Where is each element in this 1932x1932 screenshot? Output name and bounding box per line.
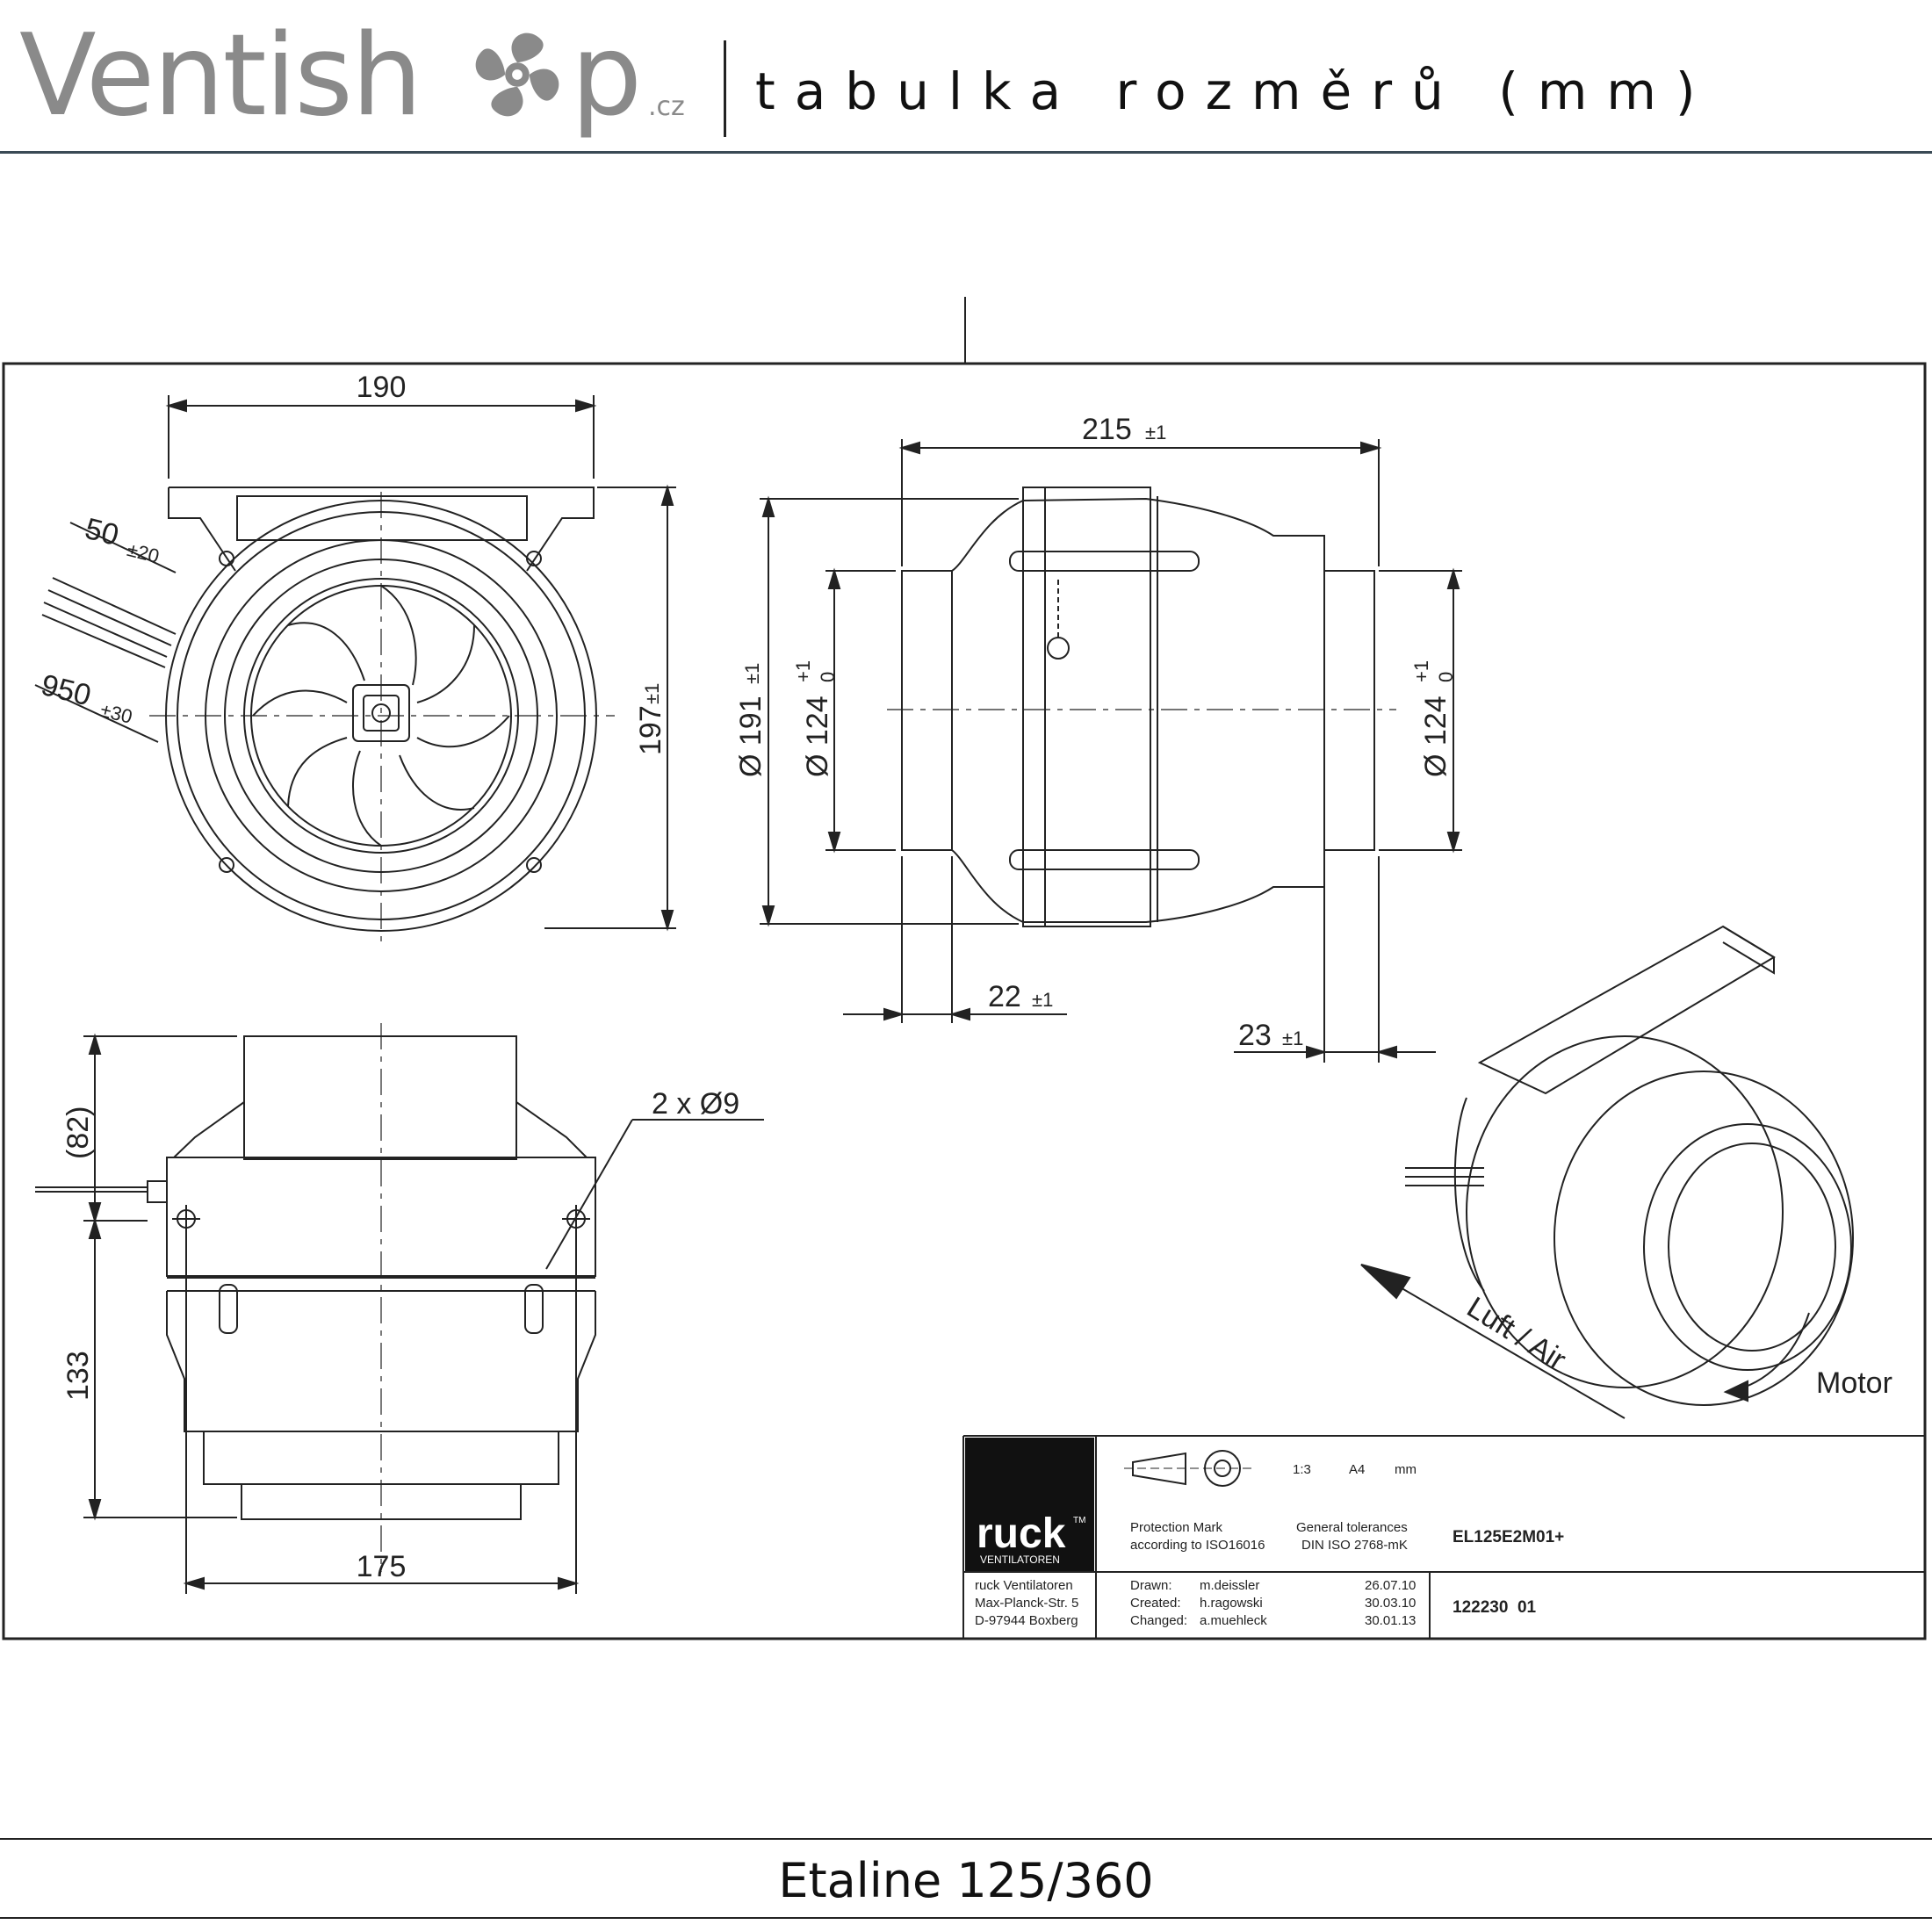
dim-width-190: 190: [357, 371, 407, 404]
drawn-label: Drawn:: [1130, 1578, 1172, 1593]
dim-length-215: 215: [1082, 413, 1132, 446]
drawing-number: 122230 01: [1453, 1598, 1537, 1617]
ruck-logo-sub: VENTILATOREN: [980, 1554, 1060, 1566]
motor-direction-label: Motor: [1816, 1366, 1892, 1400]
footer-rule-bottom: [0, 1917, 1932, 1919]
dim-spigot-len-22-tol: ±1: [1032, 989, 1053, 1011]
dim-spigot-len-23-tol: ±1: [1282, 1027, 1303, 1049]
dim-length-215-tol: ±1: [1145, 422, 1166, 443]
changed-label: Changed:: [1130, 1613, 1187, 1628]
dim-spigot-dia-right: Ø 124: [1419, 696, 1453, 777]
dim-cable-950-tol: ±30: [98, 699, 135, 728]
address-line3: D-97944 Boxberg: [975, 1613, 1078, 1628]
dim-spigot-len-23: 23: [1238, 1019, 1272, 1052]
hole-note: 2 x Ø9: [652, 1087, 739, 1121]
side-view: [760, 439, 1462, 1063]
title-block-labels: ruck TM VENTILATOREN 1:3 A4 mm Protectio…: [975, 1462, 1564, 1628]
technical-drawing: 190 50 ±20 950 ±30 197 ±1 215 ±1 Ø 191 ±…: [2, 297, 1927, 1640]
tolerances-line2: DIN ISO 2768-mK: [1301, 1538, 1408, 1553]
dim-height-197: 197: [634, 705, 667, 755]
model-number: EL125E2M01+: [1453, 1528, 1564, 1546]
created-label: Created:: [1130, 1596, 1181, 1611]
tolerances-line1: General tolerances: [1296, 1520, 1408, 1535]
header: Ventish p .cz tabulka rozměrů (mm): [0, 0, 1932, 155]
dim-spigot-len-22: 22: [988, 980, 1021, 1013]
title-block: [962, 1435, 1925, 1639]
dim-base-width-175: 175: [357, 1550, 407, 1583]
ruck-logo-tm: TM: [1073, 1516, 1085, 1525]
dim-spigot-right-tol-zero: 0: [1435, 672, 1457, 682]
created-date: 30.03.10: [1365, 1596, 1416, 1611]
ruck-logo-box: [965, 1438, 1094, 1571]
ruck-logo: ruck: [977, 1510, 1066, 1557]
scale: 1:3: [1293, 1462, 1311, 1477]
changed-date: 30.01.13: [1365, 1613, 1416, 1628]
bottom-view: [35, 1023, 764, 1594]
dim-cable-950: 950: [38, 668, 94, 713]
dim-outer-dia-191-tol: ±1: [741, 663, 763, 684]
protection-mark-line2: according to ISO16016: [1130, 1538, 1265, 1553]
created-by: h.ragowski: [1200, 1596, 1263, 1611]
logo-wordmark: Ventish: [19, 11, 422, 141]
dim-height-197-tol: ±1: [641, 683, 663, 704]
fan-logo-icon: [475, 32, 559, 117]
drawn-by: m.deissler: [1200, 1578, 1259, 1593]
dim-top-height-82: (82): [61, 1107, 95, 1159]
dim-spigot-dia-left: Ø 124: [801, 696, 834, 777]
unit: mm: [1395, 1462, 1417, 1477]
dim-spigot-left-tol-plus: +1: [792, 660, 814, 682]
isometric-view: [1360, 925, 1854, 1419]
footer-rule-top: [0, 1838, 1932, 1840]
front-view: [34, 395, 676, 948]
protection-mark-line1: Protection Mark: [1130, 1520, 1223, 1535]
side-view-labels: 215 ±1 Ø 191 ±1 Ø 124 +1 0 Ø 124 +1 0 22…: [734, 413, 1457, 1052]
logo-letter-p: p: [571, 11, 643, 141]
dim-spigot-left-tol-zero: 0: [817, 672, 839, 682]
header-separator: [724, 40, 726, 137]
drawn-date: 26.07.10: [1365, 1578, 1416, 1593]
changed-by: a.muehleck: [1200, 1613, 1267, 1628]
address-line2: Max-Planck-Str. 5: [975, 1596, 1078, 1611]
dim-outer-dia-191: Ø 191: [734, 696, 768, 777]
bottom-view-labels: 2 x Ø9 (82) 133 175: [61, 1087, 739, 1583]
air-direction-label: Luft / Air: [1461, 1291, 1572, 1377]
header-rule: [0, 151, 1932, 154]
dim-cable-50-tol: ±20: [125, 538, 162, 567]
dim-cable-50: 50: [82, 512, 122, 552]
logo-tld: .cz: [648, 91, 685, 122]
product-name: Etaline 125/360: [778, 1853, 1154, 1908]
paper-size: A4: [1349, 1462, 1365, 1477]
address-line1: ruck Ventilatoren: [975, 1578, 1073, 1593]
dim-bottom-height-133: 133: [61, 1351, 95, 1401]
page-title: tabulka rozměrů (mm): [755, 61, 1715, 121]
iso-view-labels: Luft / Air Motor: [1461, 1291, 1892, 1400]
dim-spigot-right-tol-plus: +1: [1410, 660, 1432, 682]
